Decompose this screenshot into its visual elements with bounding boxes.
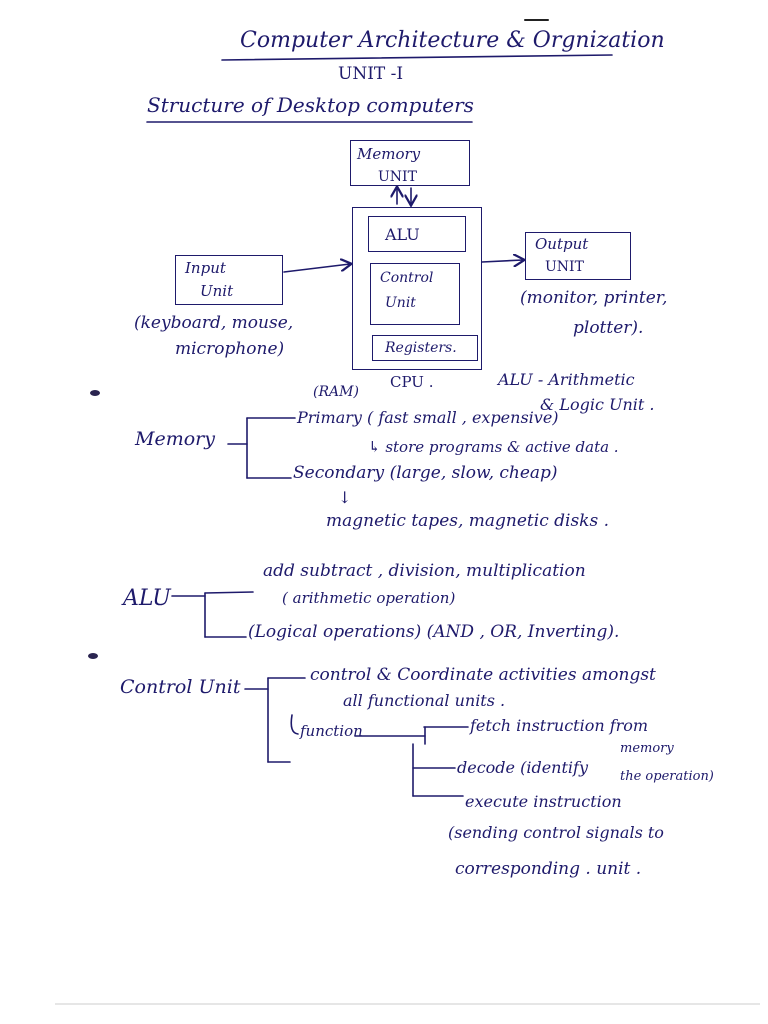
page-title: Computer Architecture & Orgnization [240, 28, 665, 53]
bullet-dot-2 [88, 653, 98, 659]
control-fetch-memory: memory [620, 741, 674, 756]
output-unit-label-2: UNIT [545, 259, 584, 275]
alu-meaning-1: ALU - Arithmetic [498, 370, 635, 389]
memory-primary: Primary ( fast small , expensive) [297, 408, 559, 427]
memory-primary-note: ↳ store programs & active data . [368, 438, 619, 456]
output-examples-2: plotter). [573, 318, 644, 338]
output-examples-1: (monitor, printer, [520, 288, 668, 308]
control-item-1-line-1: control & Coordinate activities amongst [310, 665, 656, 685]
registers-box [372, 335, 478, 361]
control-fetch: fetch instruction from [470, 716, 649, 735]
cpu-label: CPU . [390, 373, 434, 391]
memory-unit-label-2: UNIT [378, 169, 417, 185]
memory-secondary-arrow: ↓ [338, 488, 352, 507]
alu-meaning-2: & Logic Unit . [540, 395, 655, 414]
memory-secondary-examples: magnetic tapes, magnetic disks . [326, 511, 609, 531]
registers-label: Registers. [385, 340, 457, 356]
memory-label: Memory [135, 428, 215, 450]
unit-heading: UNIT -I [338, 64, 404, 84]
control-unit-label-1: Control [380, 270, 434, 286]
alu-arith-note: ( arithmetic operation) [282, 589, 456, 607]
control-decode: decode (identify [457, 758, 588, 777]
alu-box-label: ALU [385, 225, 420, 244]
alu-section-label: ALU [123, 586, 171, 611]
control-function: function [300, 722, 363, 740]
memory-unit-label-1: Memory [357, 145, 421, 163]
input-examples-2: microphone) [175, 339, 285, 359]
input-examples-1: (keyboard, mouse, [134, 313, 294, 333]
memory-secondary: Secondary (large, slow, cheap) [293, 463, 558, 483]
output-unit-label-1: Output [535, 235, 589, 253]
input-unit-label-1: Input [185, 259, 226, 277]
control-execute-note-1: (sending control signals to [448, 823, 664, 842]
alu-arith-ops: add subtract , division, multiplication [263, 561, 586, 581]
section-heading: Structure of Desktop computers [147, 93, 474, 117]
control-decode-note: the operation) [620, 769, 714, 784]
input-unit-box [175, 255, 283, 305]
control-execute-note-2: corresponding . unit . [455, 859, 642, 879]
memory-unit-box [350, 140, 470, 186]
ram-label: (RAM) [313, 384, 359, 400]
control-execute: execute instruction [465, 792, 622, 811]
cpu-box [352, 207, 482, 370]
alu-box [368, 216, 466, 252]
control-unit-box [370, 263, 460, 325]
input-unit-label-2: Unit [200, 282, 234, 300]
bullet-dot-1 [90, 390, 100, 396]
alu-logic-ops: (Logical operations) (AND , OR, Invertin… [248, 622, 620, 642]
control-unit-label-2: Unit [385, 295, 416, 311]
control-item-1-line-2: all functional units . [343, 691, 506, 710]
control-section-label: Control Unit [120, 676, 241, 698]
